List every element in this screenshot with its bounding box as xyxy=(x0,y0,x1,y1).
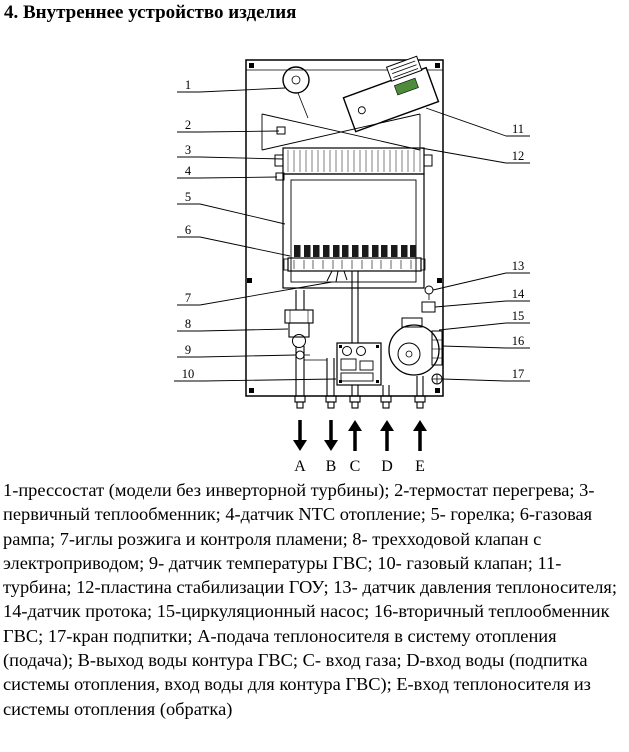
connection-label-a: A xyxy=(294,458,306,475)
callout-12: 12 xyxy=(420,147,530,164)
dhw-temp-sensor-drawing xyxy=(295,350,310,360)
callout-3: 3 xyxy=(177,143,284,160)
callout-1: 1 xyxy=(177,78,286,93)
fill-tap-drawing xyxy=(431,373,443,385)
svg-text:17: 17 xyxy=(512,367,525,381)
callout-14: 14 xyxy=(434,287,530,308)
pipes-drawing xyxy=(295,271,424,396)
callout-2: 2 xyxy=(177,118,280,133)
pressure-switch-drawing xyxy=(282,66,310,119)
primary-heat-exchanger-drawing xyxy=(274,147,433,175)
svg-text:11: 11 xyxy=(512,122,524,136)
arrow-c-up xyxy=(348,420,362,451)
callout-17: 17 xyxy=(441,367,530,382)
boiler-internal-diagram: A B C D E 1 2 3 4 5 xyxy=(174,55,530,475)
ignition-electrodes-drawing xyxy=(326,270,348,283)
callout-15: 15 xyxy=(438,309,530,331)
secondary-heat-exchanger-drawing xyxy=(431,330,443,366)
svg-text:10: 10 xyxy=(182,367,195,381)
three-way-valve-drawing xyxy=(284,309,314,348)
legend-text: 1-прессостат (модели без инверторной тур… xyxy=(3,480,617,719)
arrow-a-down xyxy=(293,420,307,451)
callout-5: 5 xyxy=(177,190,286,225)
flue-hood-drawing xyxy=(261,113,421,151)
water-pressure-sensor-drawing xyxy=(424,285,434,300)
callout-16: 16 xyxy=(441,334,530,349)
turbine-label-sticker xyxy=(393,77,419,96)
svg-text:8: 8 xyxy=(185,317,191,331)
svg-text:12: 12 xyxy=(512,149,525,163)
pump-drawing xyxy=(388,317,440,376)
casing-screws xyxy=(247,63,442,393)
svg-text:5: 5 xyxy=(185,190,191,204)
callout-13: 13 xyxy=(432,259,530,291)
connection-arrows xyxy=(293,420,427,451)
svg-text:7: 7 xyxy=(185,291,191,305)
arrow-e-up xyxy=(413,420,427,451)
gas-manifold-drawing xyxy=(283,257,426,272)
svg-text:14: 14 xyxy=(512,287,525,301)
overheat-thermostat-drawing xyxy=(276,126,286,135)
section-title: 4. Внутреннее устройство изделия xyxy=(4,2,297,23)
callout-9: 9 xyxy=(177,343,297,358)
callout-8: 8 xyxy=(177,317,289,332)
arrow-d-up xyxy=(380,420,394,451)
connection-label-b: B xyxy=(326,458,337,475)
svg-text:9: 9 xyxy=(185,343,191,357)
svg-text:6: 6 xyxy=(185,223,191,237)
connection-label-e: E xyxy=(415,458,425,475)
svg-text:1: 1 xyxy=(185,78,191,92)
svg-text:3: 3 xyxy=(185,143,191,157)
ntc-sensor-drawing xyxy=(275,172,285,181)
callout-4: 4 xyxy=(177,164,278,179)
svg-text:16: 16 xyxy=(512,334,525,348)
callout-7: 7 xyxy=(177,281,333,306)
svg-text:4: 4 xyxy=(185,164,192,178)
callout-6: 6 xyxy=(177,223,291,257)
turbine-drawing xyxy=(342,55,440,133)
callout-10: 10 xyxy=(174,367,337,382)
burner-drawing xyxy=(283,245,426,272)
gas-valve-drawing xyxy=(336,342,382,386)
bottom-connections-drawing xyxy=(294,395,426,409)
svg-text:2: 2 xyxy=(185,118,191,132)
svg-text:13: 13 xyxy=(512,259,525,273)
connection-label-c: C xyxy=(350,458,361,475)
svg-text:15: 15 xyxy=(512,309,525,323)
combustion-chamber-drawing xyxy=(282,173,425,289)
connection-label-d: D xyxy=(381,458,393,475)
flow-sensor-drawing xyxy=(421,301,436,313)
callout-11: 11 xyxy=(425,107,530,137)
arrow-b-down xyxy=(324,420,338,451)
